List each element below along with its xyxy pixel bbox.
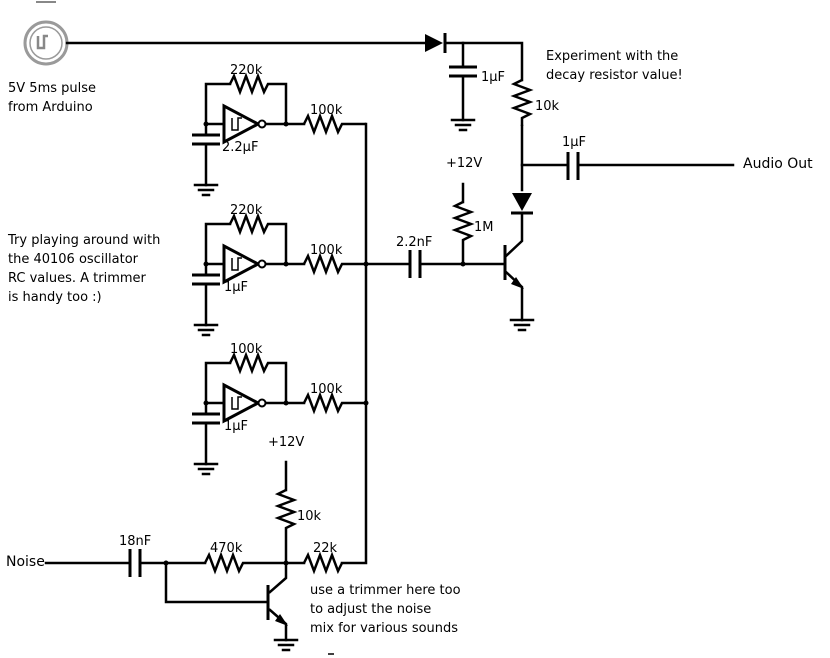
source-label-line-1: 5V 5ms pulse xyxy=(8,81,96,96)
osc2-c-label: 1µF xyxy=(224,280,248,295)
decay-note-line-1: Experiment with the xyxy=(546,49,678,64)
oscillator-note: Try playing around with the 40106 oscill… xyxy=(7,233,165,305)
junction xyxy=(163,560,169,566)
c-couple-label: 2.2nF xyxy=(396,235,432,250)
osc1-rf-label: 220k xyxy=(230,63,263,78)
wire-pulse-2 xyxy=(443,41,524,82)
source-label-line-2: from Arduino xyxy=(8,100,93,115)
cap-out xyxy=(566,152,580,180)
ground-icon xyxy=(273,638,299,652)
ground-icon xyxy=(450,118,476,132)
wire-noise-feedback xyxy=(164,561,270,604)
r-noise-base-label: 470k xyxy=(210,541,243,556)
cap-noise xyxy=(128,549,142,577)
osc3-ro-label: 100k xyxy=(310,382,343,397)
noise-note-line-1: use a trimmer here too xyxy=(310,583,461,598)
r-noise-col xyxy=(274,488,298,563)
decay-note-line-2: decay resistor value! xyxy=(546,68,683,83)
transistor-noise xyxy=(266,561,288,642)
mixer-bus xyxy=(340,122,368,565)
oscillator-3 xyxy=(192,351,366,476)
osc2-ro-label: 100k xyxy=(310,243,343,258)
r-noise-mix-label: 22k xyxy=(313,541,338,556)
junction xyxy=(460,261,466,267)
supply-bottom-label: +12V xyxy=(268,435,304,450)
r-decay xyxy=(510,78,534,126)
source-label: 5V 5ms pulse from Arduino xyxy=(8,81,100,115)
r-noise-col-label: 10k xyxy=(297,509,322,524)
r-bias xyxy=(451,200,475,264)
osc3-rf-label: 100k xyxy=(230,342,263,357)
c-pulse-label: 1µF xyxy=(481,70,505,85)
osc2-rf-label: 220k xyxy=(230,203,263,218)
r-decay-label: 10k xyxy=(535,99,560,114)
oscillator-note-line-2: the 40106 oscillator xyxy=(8,252,139,267)
oscillator-1 xyxy=(192,72,366,197)
transistor-main xyxy=(503,245,524,322)
audio-out-label: Audio Out xyxy=(743,156,813,172)
noise-note-line-3: mix for various sounds xyxy=(310,621,458,636)
r-noise-base xyxy=(203,551,286,575)
r-bias-label: 1M xyxy=(474,220,494,235)
noise-note-line-2: to adjust the noise xyxy=(310,602,431,617)
cap-couple xyxy=(408,250,422,278)
ground-icon xyxy=(509,318,535,332)
pulse-source-icon xyxy=(23,1,69,66)
decay-note: Experiment with the decay resistor value… xyxy=(546,49,683,83)
osc3-c-label: 1µF xyxy=(224,419,248,434)
wire-collector-2 xyxy=(504,211,524,258)
cap-pulse xyxy=(449,65,477,78)
oscillator-note-line-1: Try playing around with xyxy=(7,233,160,248)
osc1-ro-label: 100k xyxy=(310,103,343,118)
diode-collector xyxy=(511,193,533,215)
diode-pulse xyxy=(425,33,447,53)
osc1-c-label: 2.2µF xyxy=(222,140,258,155)
oscillator-note-line-3: RC values. A trimmer xyxy=(8,271,147,286)
noise-in-label: Noise xyxy=(6,554,45,570)
oscillator-note-line-4: is handy too :) xyxy=(8,290,102,305)
c-out-label: 1µF xyxy=(562,135,586,150)
noise-note: use a trimmer here too to adjust the noi… xyxy=(310,583,465,636)
oscillator-2 xyxy=(192,212,366,337)
r-noise-mix xyxy=(302,551,344,575)
c-noise-label: 18nF xyxy=(119,534,151,549)
supply-top-label: +12V xyxy=(446,156,482,171)
